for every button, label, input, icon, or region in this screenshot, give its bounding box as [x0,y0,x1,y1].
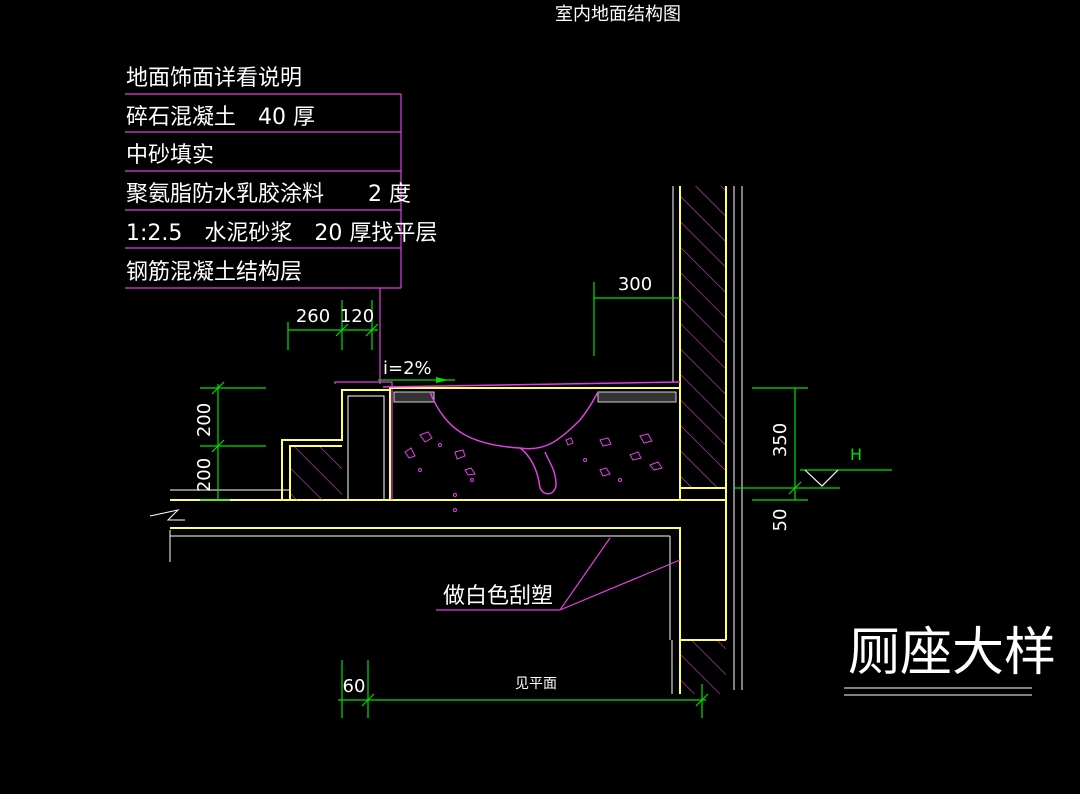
slope-indicator: i=2% [378,358,455,383]
drawing-title: 室内地面结构图 [555,4,681,25]
layer-row-0: 地面饰面详看说明 [126,66,302,91]
dim-260-120 [287,300,379,350]
dim-50: 50 [770,509,791,532]
layer-row-2: 中砂填实 [126,143,214,168]
level-mark-label: H [850,445,862,464]
dim-300 [593,282,680,356]
dim-200-200 [200,381,266,501]
ceiling-note-leader [436,537,681,611]
layer-row-5: 钢筋混凝土结构层 [126,260,302,285]
dim-200-lower: 200 [194,458,215,492]
dim-350-50 [734,387,840,501]
toilet-pit [382,381,681,512]
dim-see-plan: 见平面 [515,676,557,692]
dim-200-upper: 200 [194,403,215,437]
layer-row-4: 1:2.5 水泥砂浆 20 厚找平层 [126,221,437,246]
layer-row-3: 聚氨脂防水乳胶涂料 2 度 [126,182,411,207]
dim-260: 260 [296,306,330,327]
level-mark: H [800,445,892,487]
dim-300-label: 300 [618,274,652,295]
floor-slab [149,489,726,641]
layers-note-table: 地面饰面详看说明 碎石混凝土 40 厚 中砂填实 聚氨脂防水乳胶涂料 2 度 1… [125,66,437,384]
detail-title: 厕座大样 [848,623,1056,683]
curb-step [281,381,393,500]
dim-350: 350 [770,423,791,457]
layer-row-1: 碎石混凝土 40 厚 [126,105,315,130]
dim-60: 60 [343,676,366,697]
wall-section [671,186,743,694]
dim-60-see-plan [338,660,709,718]
ceiling-note: 做白色刮塑 [443,584,553,609]
detail-title-block: 厕座大样 [844,623,1056,696]
dim-120: 120 [340,306,374,327]
slope-label: i=2% [383,358,432,379]
